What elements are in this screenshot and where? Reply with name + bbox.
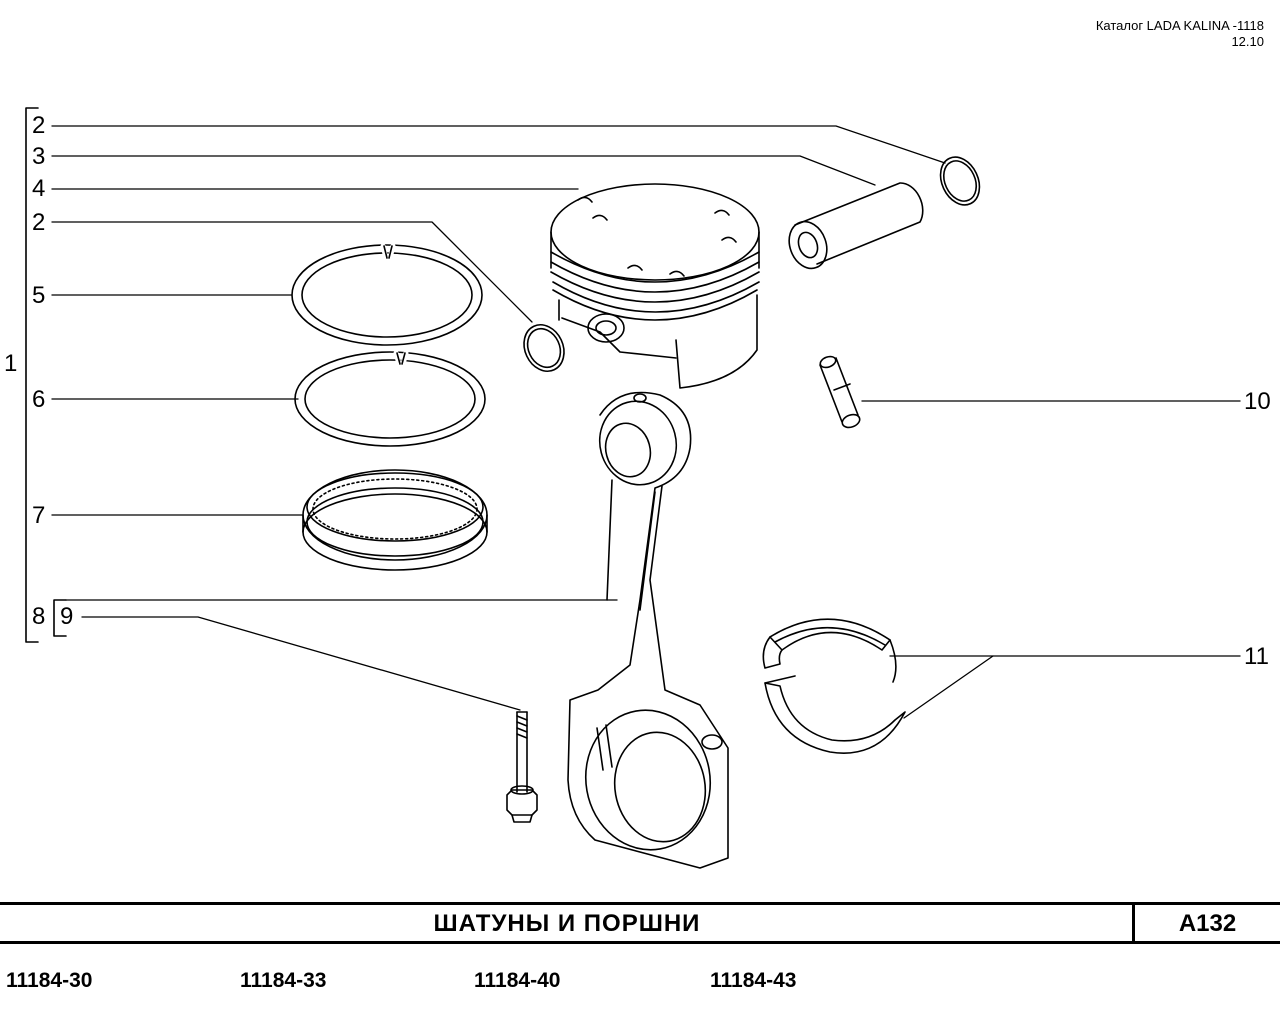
catalog-date: 12.10	[1231, 34, 1264, 49]
rod-bolt-part-9	[506, 711, 538, 823]
model-code: 11184-40	[474, 969, 561, 992]
piston-pin-part-3	[788, 182, 924, 270]
callout-1: 1	[4, 350, 18, 377]
callout-5: 5	[32, 282, 46, 309]
title-divider	[1132, 905, 1135, 941]
group-bracket-8	[53, 599, 67, 637]
group-bracket-1	[25, 107, 39, 643]
callout-2-top: 2	[32, 112, 46, 139]
page-title: ШАТУНЫ И ПОРШНИ	[433, 910, 701, 937]
circlip-top-part-2	[939, 156, 981, 206]
piston-ring-part-6	[294, 350, 486, 447]
page-code: A132	[1178, 910, 1237, 937]
catalog-header: Каталог LADA KALINA -1118	[1095, 18, 1264, 33]
callout-9: 9	[60, 603, 74, 630]
model-code: 11184-43	[710, 969, 797, 992]
callout-6: 6	[32, 386, 46, 413]
callout-8: 8	[32, 603, 46, 630]
oil-ring-part-7	[302, 469, 488, 571]
callout-7: 7	[32, 502, 46, 529]
circlip-left-part-2	[523, 324, 565, 372]
bearing-shells-part-11	[762, 618, 906, 754]
leader-lines	[51, 125, 1241, 719]
callout-10: 10	[1244, 388, 1271, 415]
callout-4: 4	[32, 175, 46, 202]
parts-diagram	[25, 107, 1241, 869]
model-code: 11184-30	[6, 969, 93, 992]
callout-3: 3	[32, 143, 46, 170]
callout-2-left: 2	[32, 209, 46, 236]
piston-part-4	[550, 183, 760, 389]
connecting-rod-part-8	[567, 391, 729, 869]
dowel-pin-part-10	[819, 355, 861, 429]
callout-11: 11	[1244, 643, 1269, 670]
title-bar: ШАТУНЫ И ПОРШНИ A132	[0, 902, 1280, 944]
model-code: 11184-33	[240, 969, 327, 992]
piston-ring-part-5	[291, 243, 483, 346]
